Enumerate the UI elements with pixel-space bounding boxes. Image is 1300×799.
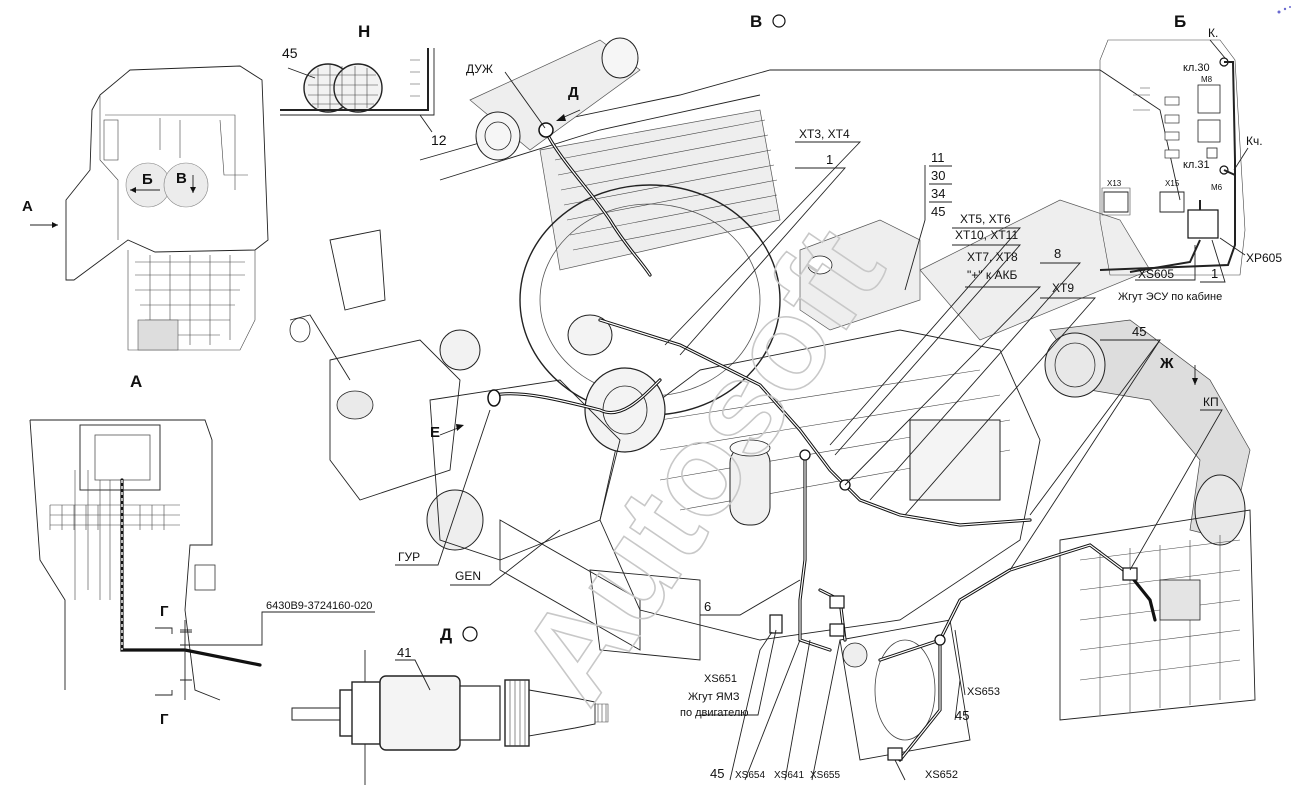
harness-lines	[487, 122, 1157, 762]
view-b-m6: М6	[1211, 183, 1223, 192]
label-d-arrow: Д	[568, 84, 579, 101]
label-45-bottom: 45	[710, 766, 724, 781]
label-xt5-xt6: XT5, XT6	[960, 212, 1011, 226]
label-e-arrow: Е	[430, 424, 440, 441]
view-b-drawing	[1099, 39, 1249, 283]
label-xt7-xt8: XT7, XT8	[967, 250, 1018, 264]
label-xs653: XS653	[967, 686, 1000, 698]
label-xs654: XS654	[735, 770, 765, 781]
label-yamz-1: Жгут ЯМЗ	[688, 691, 740, 703]
view-v-title: В	[750, 12, 762, 31]
label-xs651: XS651	[704, 673, 737, 685]
label-6: 6	[704, 599, 711, 614]
view-b-kl30: кл.30	[1183, 62, 1210, 74]
view-a-title: А	[130, 372, 142, 391]
overview-truck	[30, 65, 269, 351]
view-b-kl31: кл.31	[1183, 159, 1210, 171]
overview-arrow-v: В	[176, 170, 187, 187]
label-45-top: 45	[931, 204, 945, 219]
view-b-x13: X13	[1107, 179, 1122, 188]
corner-mark	[1277, 6, 1291, 14]
view-n-title: Н	[358, 22, 370, 41]
label-gur: ГУР	[398, 550, 420, 564]
view-b-xs605: XS605	[1138, 267, 1174, 281]
label-45-right: 45	[1132, 324, 1146, 339]
view-d-drawing	[291, 650, 609, 785]
view-b-1: 1	[1211, 266, 1218, 281]
label-8: 8	[1054, 246, 1061, 261]
label-34: 34	[931, 186, 945, 201]
engine-drawing	[289, 37, 1256, 761]
rotation-icon-d	[462, 626, 478, 642]
view-a-drawing	[29, 419, 375, 701]
view-b-xp605: XP605	[1246, 251, 1282, 265]
view-n-drawing	[280, 48, 435, 133]
label-1: 1	[826, 152, 833, 167]
label-xt3-xt4: XT3, XT4	[799, 127, 850, 141]
view-b-kch: Кч.	[1246, 134, 1263, 148]
label-xs641: XS641	[774, 770, 804, 781]
view-b-x15: X15	[1165, 179, 1180, 188]
label-xt9: XT9	[1052, 281, 1074, 295]
view-d-label-41: 41	[397, 645, 411, 660]
view-n-label-12: 12	[431, 132, 447, 148]
rotation-icon	[772, 14, 786, 28]
label-duzh: ДУЖ	[466, 62, 493, 76]
label-stack-lines	[929, 165, 952, 203]
label-gen: GEN	[455, 569, 481, 583]
label-xs652: XS652	[925, 769, 958, 781]
view-a-section-g-bottom: Г	[160, 711, 169, 728]
label-xs655: XS655	[810, 770, 840, 781]
view-d-title: Д	[440, 625, 452, 644]
label-akb: "+" к АКБ	[967, 268, 1017, 282]
label-zh: Ж	[1159, 355, 1174, 372]
view-b-caption: Жгут ЭСУ по кабине	[1118, 291, 1222, 303]
label-11: 11	[931, 150, 945, 165]
view-a-part-number: 6430B9-3724160-020	[266, 600, 372, 612]
view-b-m8: М8	[1201, 75, 1213, 84]
label-kp: КП	[1203, 395, 1219, 409]
label-45-lower: 45	[955, 708, 969, 723]
overview-arrow-b: Б	[142, 171, 153, 188]
label-30: 30	[931, 168, 945, 183]
view-b-k: К.	[1208, 26, 1218, 40]
view-b-title: Б	[1174, 12, 1186, 31]
label-yamz-2: по двигателю	[680, 707, 749, 719]
label-xt10-xt11: XT10, XT11	[955, 228, 1018, 242]
leader-lines	[395, 71, 1223, 781]
overview-arrow-a: А	[22, 198, 33, 215]
view-n-label-45: 45	[282, 45, 298, 61]
view-a-section-g-top: Г	[160, 603, 169, 620]
